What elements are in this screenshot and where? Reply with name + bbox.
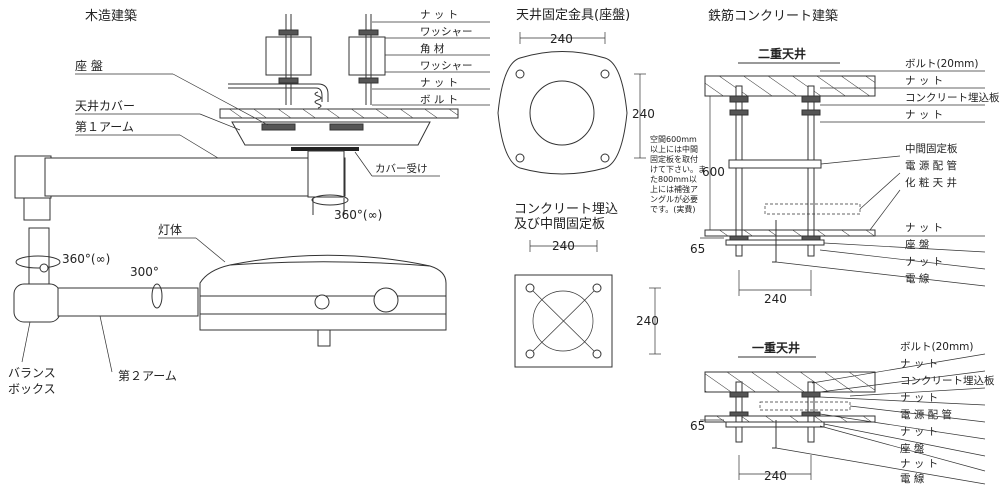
svg-text:上には補強ア: 上には補強ア — [650, 184, 698, 194]
toutai-label: 灯体 — [158, 223, 182, 237]
svg-text:ングルが必要: ングルが必要 — [650, 194, 698, 204]
plate-title: 天井固定金具(座盤) — [516, 7, 630, 23]
svg-text:600: 600 — [702, 165, 725, 179]
embed-title-1: コンクリート埋込 — [514, 202, 618, 217]
cover-receiver — [291, 147, 359, 151]
double-title: 二重天井 — [758, 46, 806, 61]
double-ceiling — [704, 229, 876, 237]
svg-text:ワッシャー: ワッシャー — [420, 26, 473, 38]
wood-title: 木造建築 — [85, 9, 137, 24]
svg-text:コンクリート埋込板: コンクリート埋込板 — [900, 374, 995, 387]
single-slab — [704, 371, 876, 393]
svg-text:ナ ッ ト: ナ ッ ト — [420, 77, 458, 89]
concrete-title: 鉄筋コンクリート建築 — [708, 8, 838, 24]
svg-text:化 粧 天 井: 化 粧 天 井 — [905, 176, 957, 189]
arm1-label: 第１アーム — [75, 120, 134, 134]
angle300-label: 300° — [130, 265, 159, 279]
svg-text:電 源 配 管: 電 源 配 管 — [900, 408, 952, 421]
svg-text:240: 240 — [550, 32, 573, 46]
svg-text:固定板を取付: 固定板を取付 — [650, 154, 698, 164]
svg-text:た800mm以: た800mm以 — [650, 175, 697, 184]
svg-text:ナ ッ ト: ナ ッ ト — [905, 222, 943, 234]
lamp-body — [199, 254, 447, 331]
double-slab — [704, 75, 876, 97]
balance-box-label-1: バランス — [8, 366, 56, 380]
arm1 — [44, 157, 346, 197]
svg-text:65: 65 — [690, 242, 705, 256]
svg-text:ナ ッ ト: ナ ッ ト — [905, 109, 943, 121]
svg-text:コンクリート埋込板: コンクリート埋込板 — [905, 91, 1000, 104]
rot-top-label: 360°(∞) — [334, 208, 382, 222]
svg-text:中間固定板: 中間固定板 — [905, 142, 958, 155]
svg-text:240: 240 — [764, 469, 787, 483]
svg-text:65: 65 — [690, 419, 705, 433]
balance-box-label-2: ボックス — [8, 382, 56, 396]
svg-text:ナ ッ ト: ナ ッ ト — [900, 426, 938, 438]
svg-text:空間600mm: 空間600mm — [650, 134, 697, 144]
lamp-knob — [373, 287, 399, 313]
cover-uke-label: カバー受け — [375, 163, 428, 175]
svg-text:電 線: 電 線 — [900, 472, 925, 485]
plate-note: 空間600mm 以上には中間 固定板を取付 けて下さい。ま た800mm以 上に… — [650, 134, 706, 214]
wood-block-right — [348, 36, 386, 76]
balance-box — [13, 283, 61, 323]
svg-text:けて下さい。ま: けて下さい。ま — [650, 165, 706, 174]
svg-text:ワッシャー: ワッシャー — [420, 60, 473, 72]
plate-section: 天井固定金具(座盤) 240 240 空間600mm 以上には中間 固定板を取付… — [497, 7, 706, 214]
single-labels: ボルト(20mm) ナ ッ ト コンクリート埋込板 ナ ッ ト 電 源 配 管 … — [775, 341, 995, 485]
svg-text:角 材: 角 材 — [420, 42, 445, 55]
svg-text:240: 240 — [552, 239, 575, 253]
svg-text:ナ ッ ト: ナ ッ ト — [900, 358, 938, 370]
embed-section: コンクリート埋込 及び中間固定板 240 240 — [514, 202, 661, 368]
svg-text:240: 240 — [632, 107, 655, 121]
svg-text:240: 240 — [636, 314, 659, 328]
svg-text:ナ ッ ト: ナ ッ ト — [900, 458, 938, 470]
ceiling-cover — [231, 121, 431, 146]
zaban-label: 座 盤 — [75, 58, 103, 73]
wood-top-labels: ナ ッ ト ワッシャー 角 材 ワッシャー ナ ッ ト ボ ル ト — [372, 9, 490, 106]
svg-text:240: 240 — [764, 292, 787, 306]
svg-text:ナ ッ ト: ナ ッ ト — [905, 75, 943, 87]
wood-ceiling-plate — [219, 108, 459, 119]
svg-text:座 盤: 座 盤 — [900, 442, 925, 455]
svg-text:以上には中間: 以上には中間 — [650, 144, 698, 154]
arm2 — [57, 287, 199, 317]
embed-title-2: 及び中間固定板 — [514, 217, 605, 232]
svg-text:です。(実費): です。(実費) — [650, 204, 695, 214]
single-title: 一重天井 — [752, 340, 800, 355]
svg-text:ナ ッ ト: ナ ッ ト — [420, 9, 458, 21]
svg-text:ボルト(20mm): ボルト(20mm) — [900, 341, 974, 353]
rot-left-label: 360°(∞) — [62, 252, 110, 266]
svg-text:ボ ル ト: ボ ル ト — [420, 94, 458, 106]
arm2-label: 第２アーム — [118, 369, 177, 383]
double-labels: ボルト(20mm) ナ ッ ト コンクリート埋込板 ナ ッ ト 中間固定板 電 … — [775, 58, 1000, 287]
double-mid-plate — [728, 159, 822, 169]
tenjo-cover-label: 天井カバー — [75, 99, 135, 113]
wood-section: 木造建築 360°(∞) — [8, 9, 490, 396]
wood-block-left — [265, 36, 312, 76]
concrete-section: 鉄筋コンクリート建築 二重天井 600 65 240 ボルト(20mm) — [690, 8, 1000, 485]
svg-text:ボルト(20mm): ボルト(20mm) — [905, 58, 979, 70]
single-ceiling — [704, 415, 876, 423]
svg-text:電 源 配 管: 電 源 配 管 — [905, 159, 957, 172]
